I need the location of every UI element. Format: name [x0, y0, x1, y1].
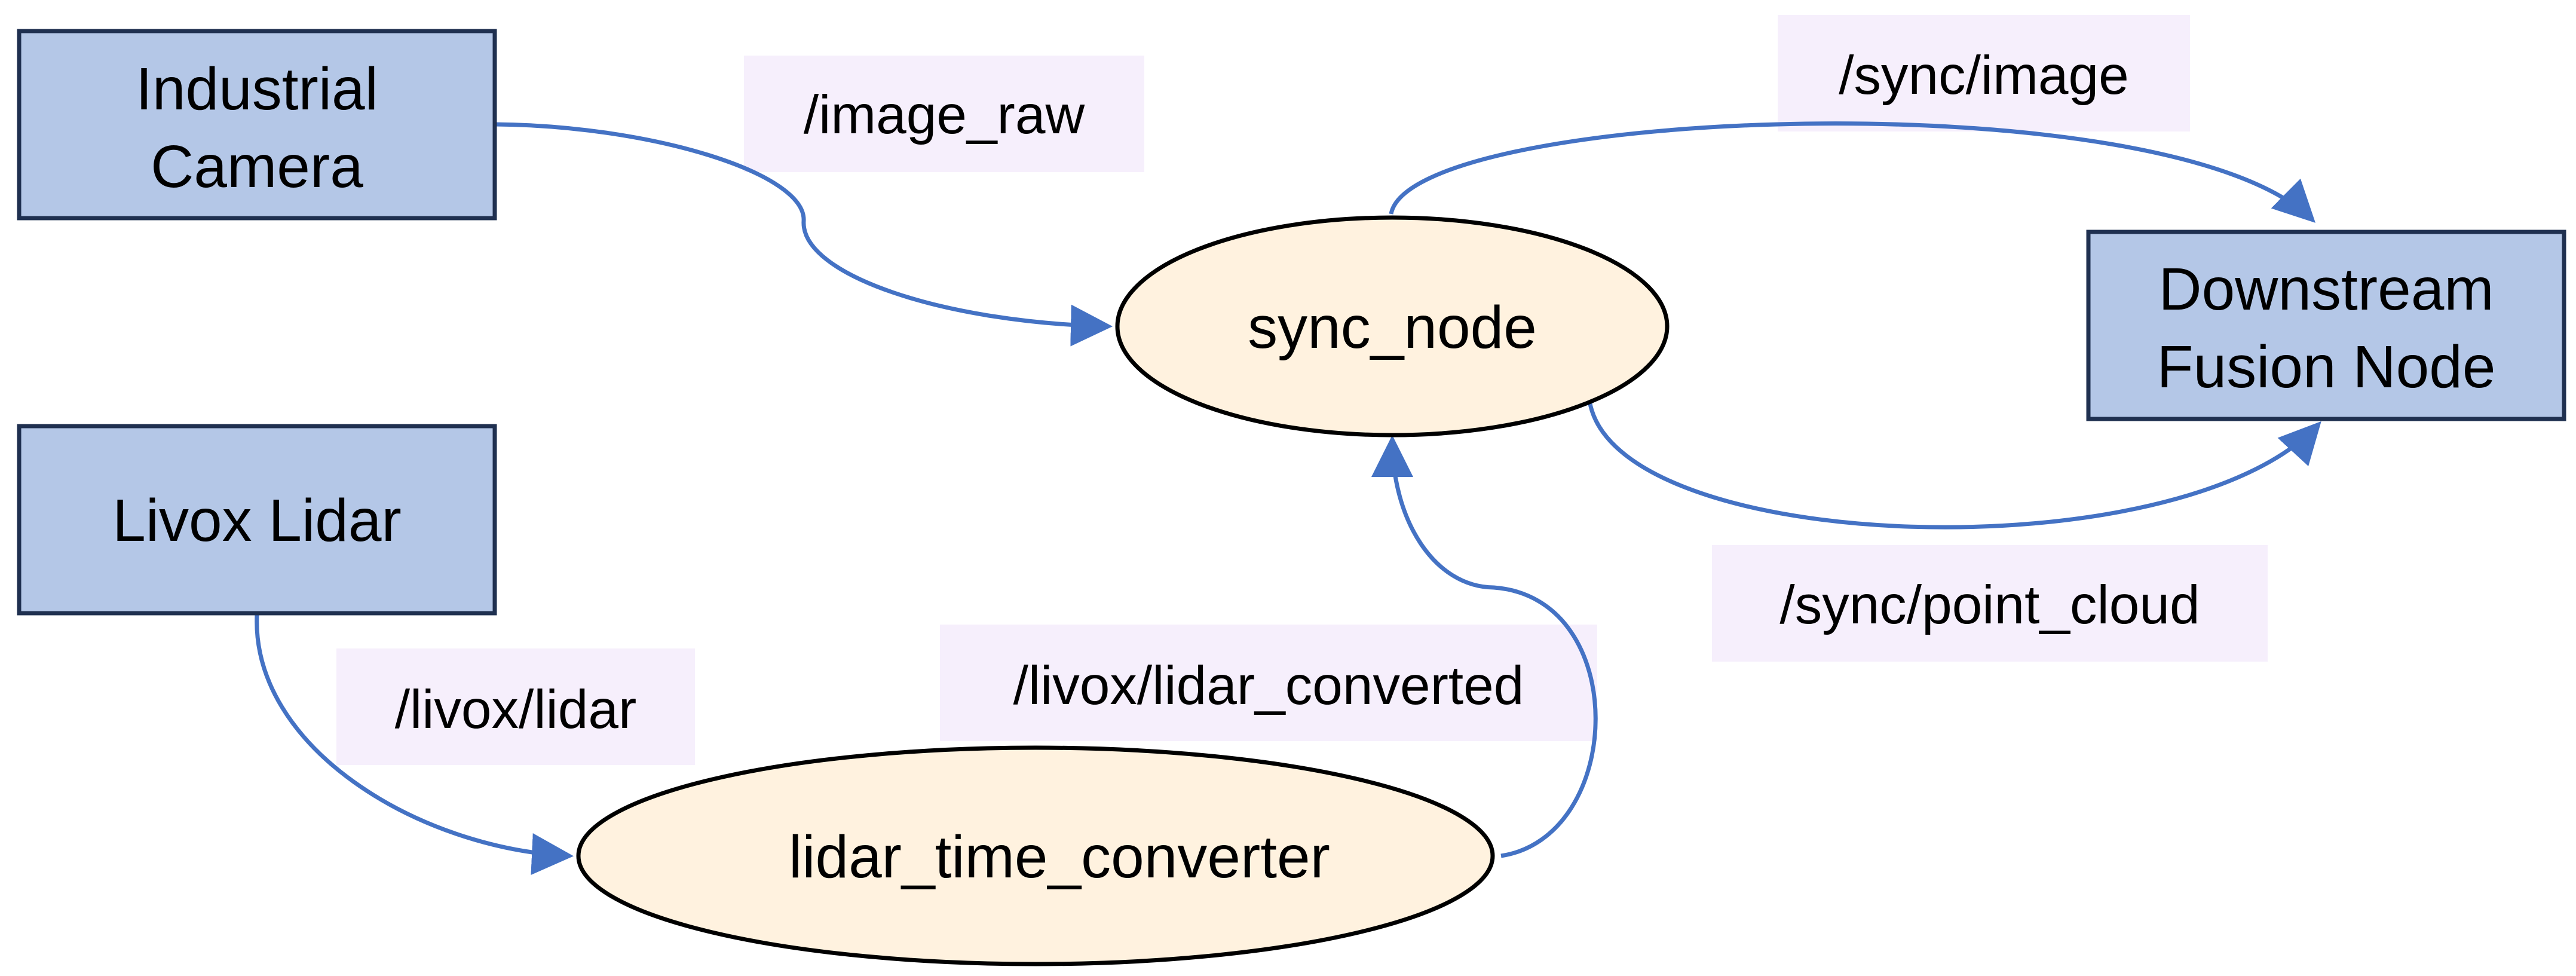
- edge-label-image-raw: /image_raw: [804, 85, 1085, 145]
- edge-sync-image: [1389, 121, 2315, 223]
- node-downstream-fusion-node: Downstream Fusion Node: [2086, 230, 2566, 421]
- node-sync-node-label: sync_node: [1248, 294, 1537, 361]
- node-livox-lidar: Livox Lidar: [17, 424, 497, 616]
- edge-lidar-converted: [1371, 435, 1598, 858]
- edge-label-bg-sync-point-cloud: [1712, 545, 2268, 662]
- node-lidar-time-converter-label: lidar_time_converter: [789, 824, 1330, 891]
- node-lidar-time-converter: lidar_time_converter: [576, 745, 1495, 966]
- edge-livox-lidar: [255, 614, 574, 875]
- edge-label-lidar-converted: /livox/lidar_converted: [1013, 656, 1524, 716]
- node-industrial-camera-label-line2: Camera: [151, 133, 363, 200]
- node-downstream-fusion-node-label-line2: Fusion Node: [2157, 334, 2496, 400]
- edge-image-raw: [494, 122, 1113, 347]
- edge-label-bg-image-raw: [744, 56, 1144, 172]
- edge-label-bg-livox-lidar: [336, 648, 695, 765]
- edge-label-sync-image: /sync/image: [1839, 45, 2129, 106]
- node-downstream-fusion-node-label-line1: Downstream: [2158, 256, 2494, 323]
- edge-label-bg-sync-image: [1778, 15, 2190, 131]
- node-sync-node: sync_node: [1115, 215, 1670, 437]
- edge-label-sync-point-cloud: /sync/point_cloud: [1779, 575, 2200, 635]
- node-industrial-camera: Industrial Camera: [17, 29, 497, 221]
- edge-label-livox-lidar: /livox/lidar: [395, 680, 637, 740]
- node-industrial-camera-label-line1: Industrial: [136, 56, 378, 123]
- node-livox-lidar-label: Livox Lidar: [112, 487, 402, 554]
- edge-label-bg-lidar-converted: [940, 625, 1597, 741]
- edge-sync-point-cloud: [1587, 400, 2321, 530]
